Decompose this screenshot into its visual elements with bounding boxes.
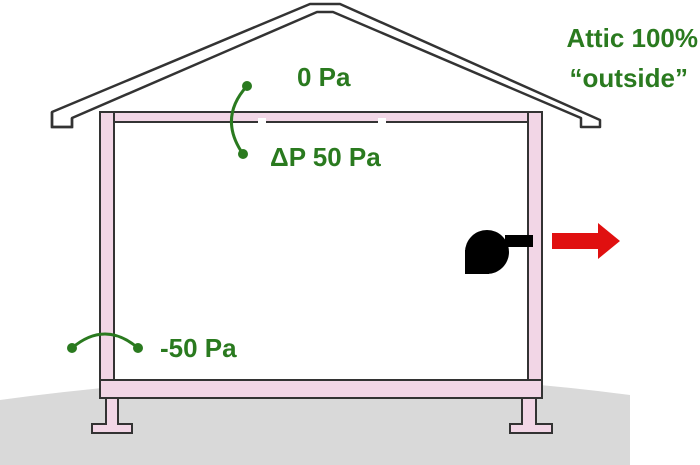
ceiling-leak-1 <box>258 118 266 124</box>
ceiling-outer-pressure-label: 0 Pa <box>297 62 351 92</box>
left-wall <box>99 111 115 398</box>
attic-label-line2: “outside” <box>570 63 688 93</box>
ceiling-delta-pressure-label: ΔP 50 Pa <box>270 142 381 172</box>
wall-pressure-indicator <box>67 332 143 353</box>
right-wall <box>527 111 543 398</box>
left-footing <box>91 397 133 434</box>
attic-label-line1: Attic 100% <box>567 23 699 53</box>
ceiling-leak-2 <box>378 118 386 124</box>
right-arrow-icon <box>552 223 620 259</box>
house-frame <box>91 111 553 434</box>
ceiling-plate <box>99 111 543 123</box>
right-footing <box>509 397 553 434</box>
roof <box>50 2 602 129</box>
floor-slab <box>99 379 543 399</box>
interior-room <box>113 121 529 381</box>
ceiling-pressure-indicator <box>229 81 252 159</box>
floor-pressure-label: -50 Pa <box>160 333 237 363</box>
exhaust-fan-icon <box>465 230 533 274</box>
